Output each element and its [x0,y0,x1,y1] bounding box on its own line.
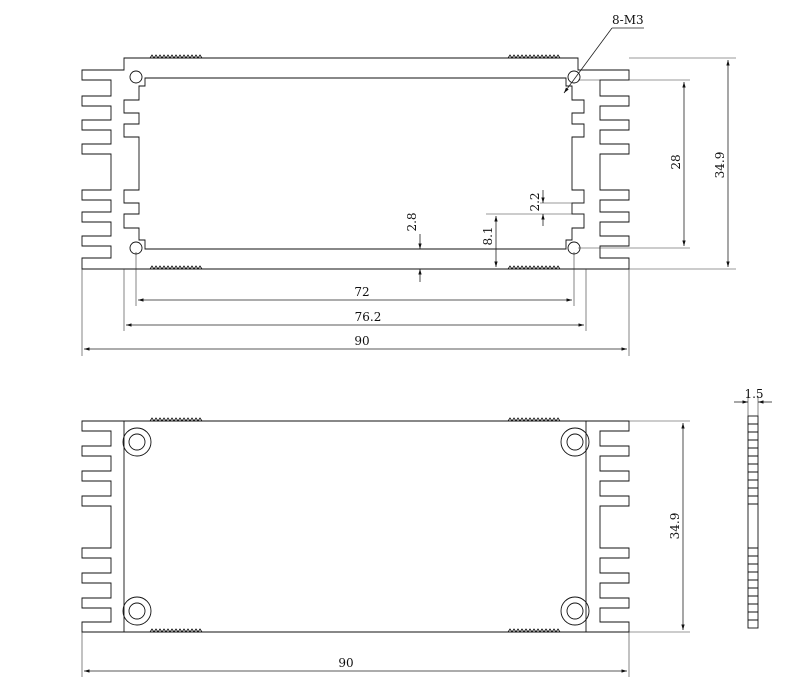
inner-width-label: 72 [354,285,369,299]
plate-top-grooves-left [149,417,203,422]
plate-dimensions: 34.9 90 [81,420,690,677]
plate-bottom-grooves-right [507,628,561,633]
screw-slot-top-left [129,70,143,84]
hole-note-label: 8-M3 [612,13,644,27]
top-grooves-left [149,54,203,59]
plate-height-label: 34.9 [668,513,682,540]
plate-top-grooves-right [507,417,561,422]
slot-offset-label: 8.1 [481,226,495,245]
side-plate-fins [748,423,758,621]
side-plate [747,415,759,629]
top-profile-view [81,54,630,270]
plate-bottom-grooves-left [149,628,203,633]
screw-hole-bottom-right [560,596,590,626]
bottom-grooves-right [507,265,561,270]
top-height-label: 34.9 [713,152,727,179]
profile-outer-shape [81,57,630,270]
plate-width-label: 90 [338,656,353,670]
screw-hole-bottom-left [122,596,152,626]
plate-thickness-label: 1.5 [744,387,763,401]
lip-thickness-label: 2.8 [405,212,419,231]
screw-hole-top-right [560,427,590,457]
profile-inner-cavity [123,77,585,250]
screw-slot-top-right [567,70,581,84]
screw-hole-top-left [122,427,152,457]
top-grooves-right [507,54,561,59]
mid-width-label: 76.2 [355,310,382,324]
inner-height-label: 28 [669,154,683,169]
slot-width-label: 2.2 [528,192,542,211]
end-plate-view [81,417,630,633]
top-width-label: 90 [354,334,369,348]
side-view: 1.5 [734,387,772,629]
end-plate-shape [81,420,630,633]
top-dimensions: 8-M3 34.9 28 2.2 8.1 2.8 72 76 [81,13,736,356]
bottom-grooves-left [149,265,203,270]
